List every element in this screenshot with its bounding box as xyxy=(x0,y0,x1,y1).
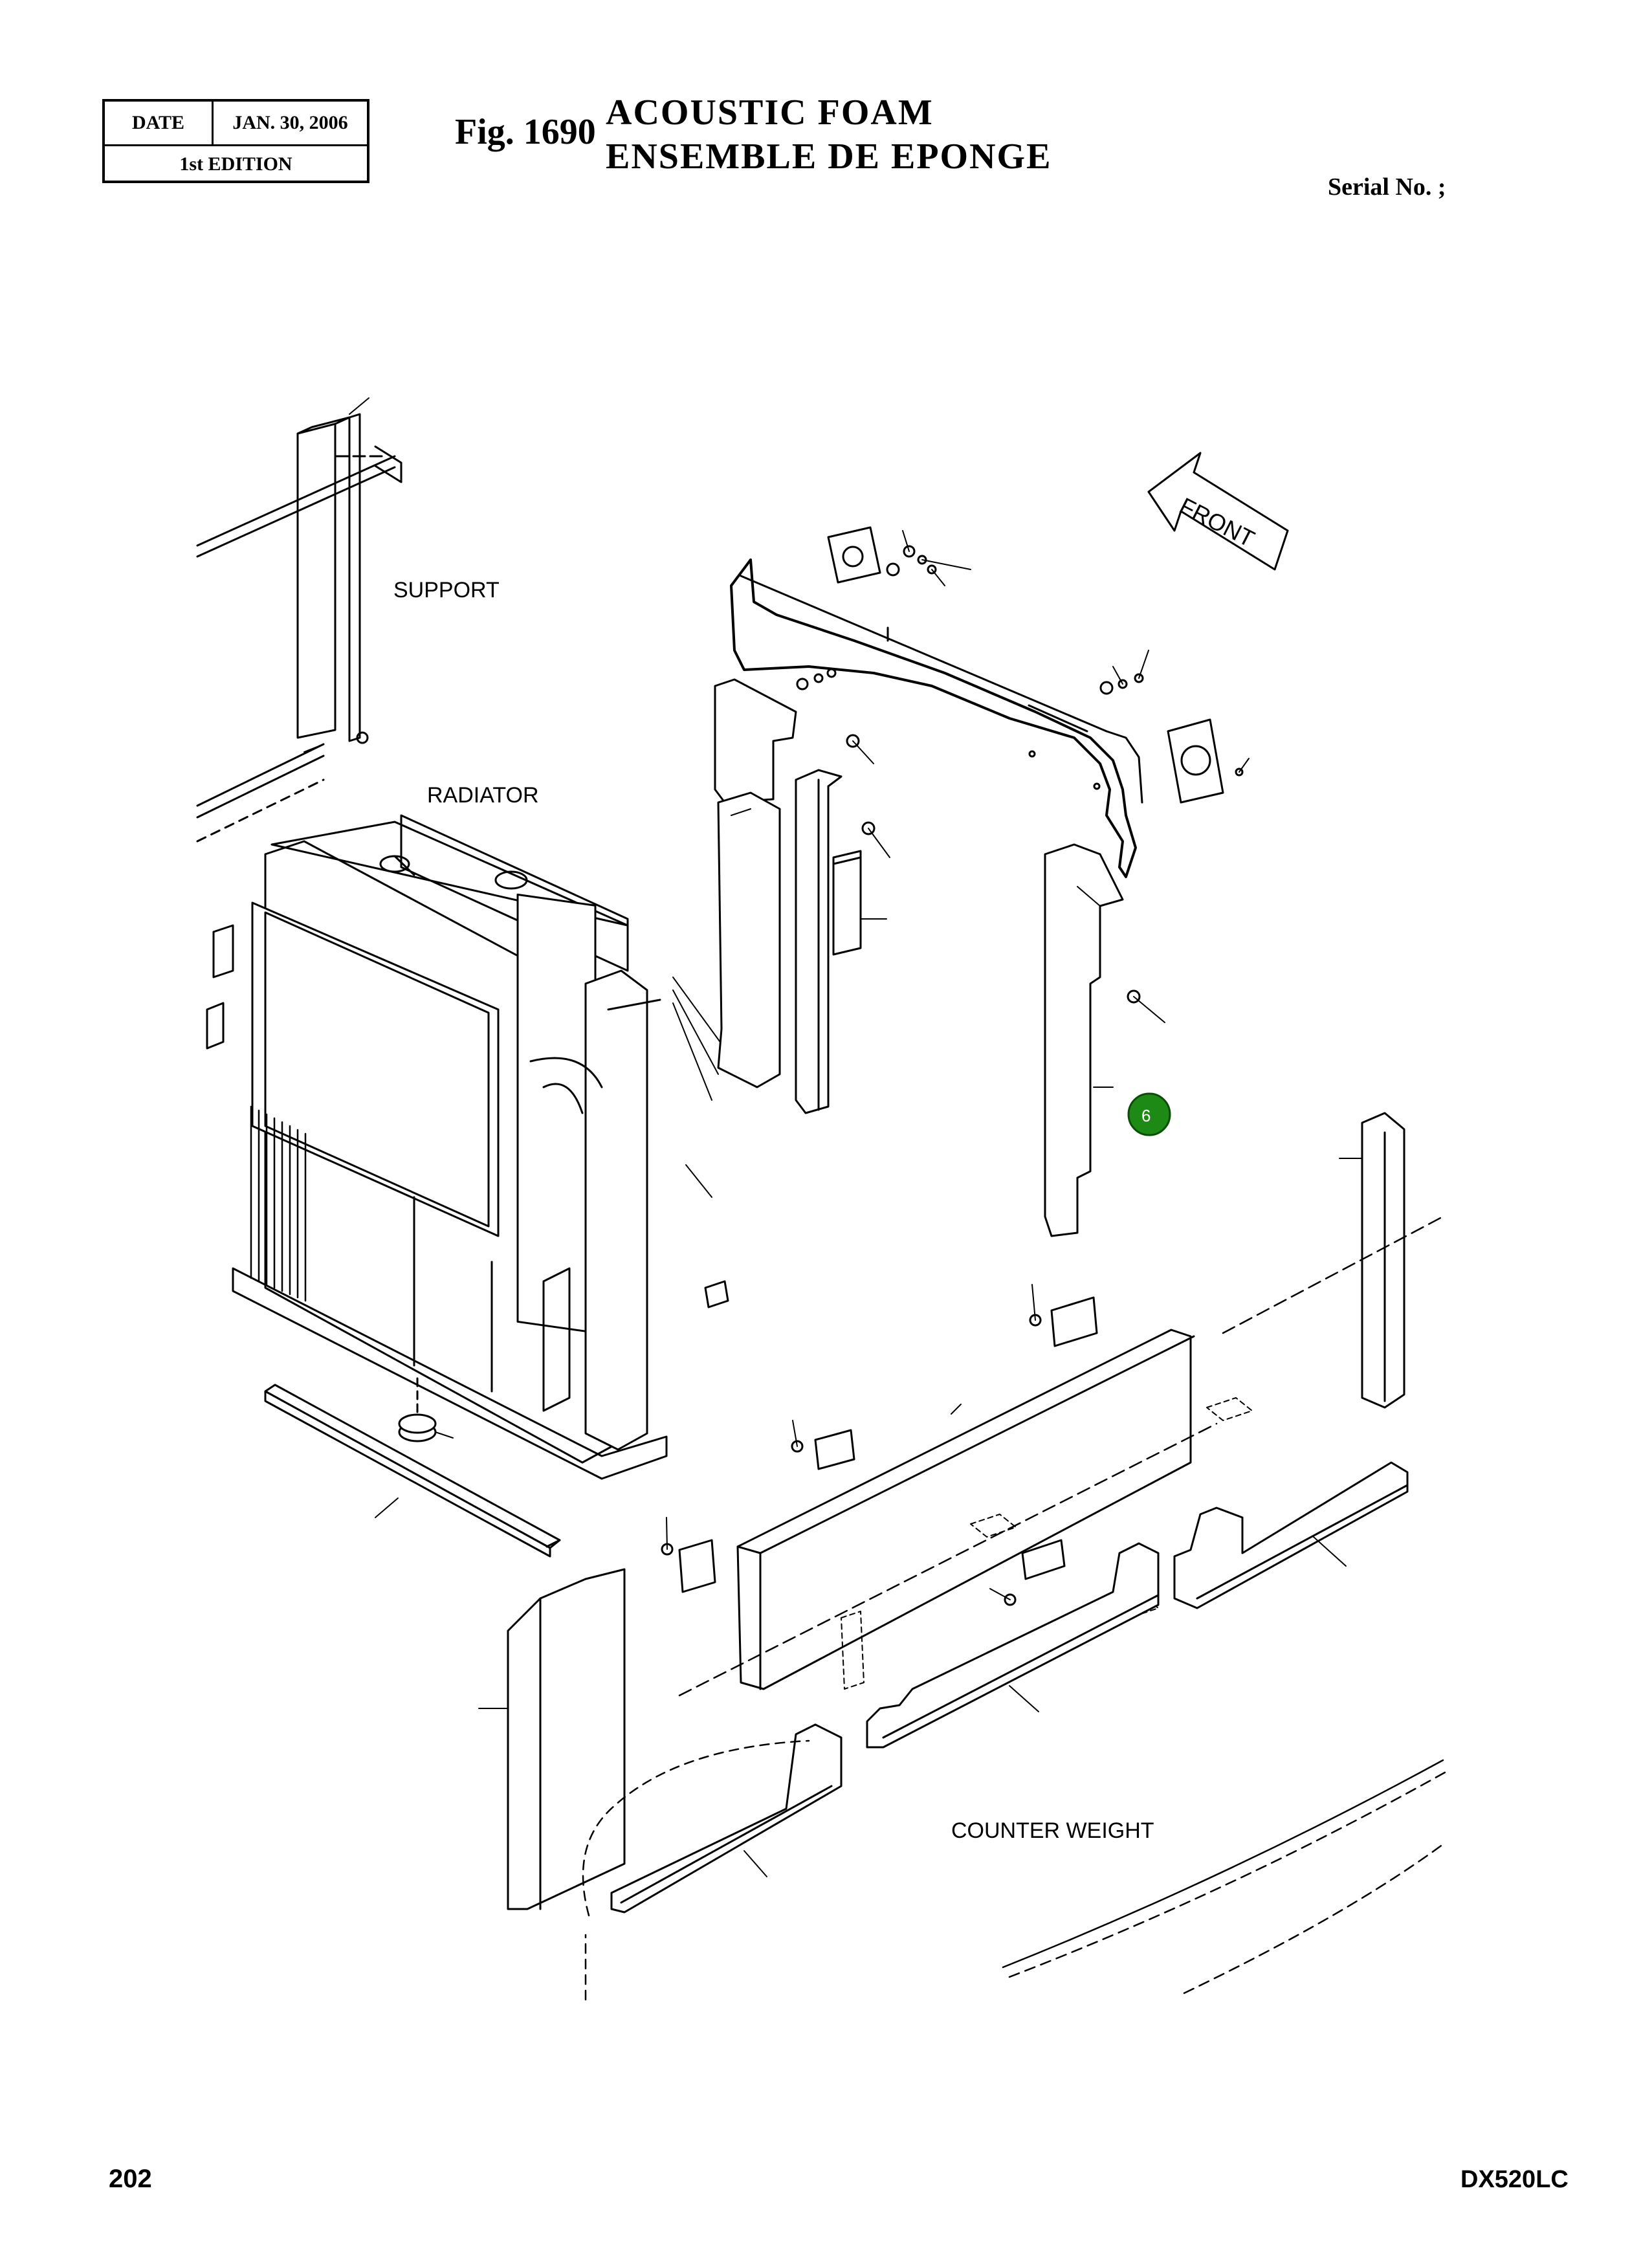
radiator-assembly xyxy=(206,814,729,1480)
foam-panel-lower-left xyxy=(478,1568,626,1910)
foam-bar-center xyxy=(795,769,843,1114)
edition-label: 1st EDITION xyxy=(179,153,292,175)
foam-bar-lower-center xyxy=(866,1542,1160,1749)
model-name: DX520LC xyxy=(1460,2166,1569,2193)
serial-number-label: Serial No. ; xyxy=(1328,173,1446,201)
foam-piece-center-right xyxy=(1044,843,1124,1237)
support-label: SUPPORT xyxy=(393,578,500,602)
grommet-part xyxy=(398,1377,454,1442)
date-edition-box: DATE JAN. 30, 2006 1st EDITION xyxy=(102,99,369,183)
callout-marker[interactable]: 6 xyxy=(1127,1092,1171,1136)
mounting-plate-left xyxy=(827,526,881,584)
foam-tall-right xyxy=(1339,1112,1405,1409)
small-plates xyxy=(678,1296,1098,1593)
foam-piece-center-left xyxy=(714,678,797,1088)
figure-title-french: ENSEMBLE DE EPONGE xyxy=(606,137,1052,177)
date-value: JAN. 30, 2006 xyxy=(232,112,348,133)
bolts-and-washers xyxy=(661,530,1250,1606)
foam-bar-lower-right xyxy=(1173,1461,1409,1609)
counter-weight-label: COUNTER WEIGHT xyxy=(951,1818,1154,1843)
page-number: 202 xyxy=(109,2165,152,2193)
date-label: DATE xyxy=(105,102,214,144)
date-row: DATE JAN. 30, 2006 xyxy=(105,102,367,146)
figure-title-english: ACOUSTIC FOAM xyxy=(606,93,934,133)
foam-block-small xyxy=(832,850,887,956)
callout-circle[interactable] xyxy=(1127,1092,1171,1136)
mounting-plate-right xyxy=(1167,718,1224,804)
figure-number: Fig. 1690 xyxy=(455,112,596,152)
foam-strip-lower-left xyxy=(264,1384,561,1558)
support-frame xyxy=(196,397,402,843)
radiator-label: RADIATOR xyxy=(427,783,539,808)
foam-bar-lower-left xyxy=(610,1723,843,1914)
foam-panel-large xyxy=(736,1329,1195,1690)
callout-number: 6 xyxy=(1141,1106,1151,1125)
counter-weight-outline xyxy=(582,1215,1451,2001)
front-direction-arrow xyxy=(1147,452,1289,571)
